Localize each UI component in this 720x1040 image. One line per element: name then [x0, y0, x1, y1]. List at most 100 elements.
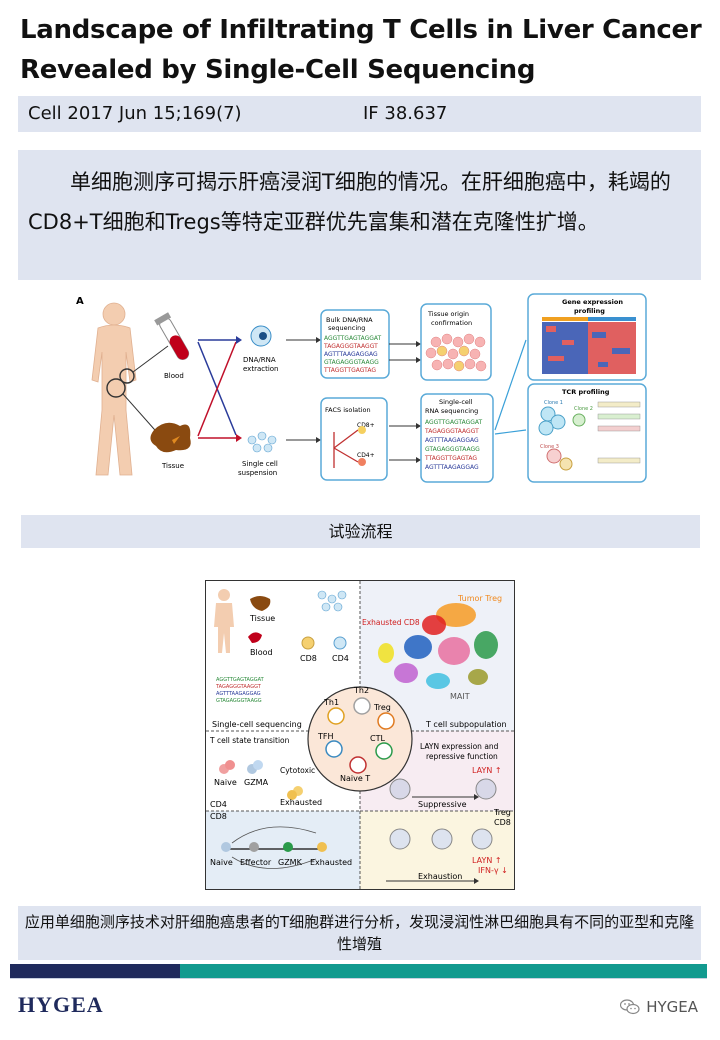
layn-title-1: LAYN expression and: [420, 742, 499, 751]
title-line-1: Landscape of Infiltrating T Cells in Liv…: [20, 15, 702, 45]
exhausted-cd8-label: Exhausted CD8: [362, 618, 420, 627]
figure1-caption: 试验流程: [21, 515, 700, 548]
naive-t-label: Naive T: [340, 774, 370, 783]
suspension-label: suspension: [238, 469, 277, 477]
human-body-icon: [91, 302, 137, 476]
graphical-abstract-diagram: Tissue Blood CD8 CD4 AGGTTGAGTAGGAT TAGA…: [206, 581, 514, 889]
sc-seq-3: AGTTTAAGAGGAG: [425, 437, 479, 444]
effector-label: Effector: [240, 858, 272, 867]
bulk-label-2: sequencing: [328, 324, 365, 332]
fig2-seq-2: TAGAGGGTAAGGT: [215, 684, 262, 690]
extraction-label: extraction: [243, 365, 279, 373]
workflow-figure: A Blood Tissue DNA/RNA extraction Single…: [76, 290, 656, 486]
t-cell-subpop-label: T cell subpopulation: [425, 720, 507, 729]
cd4p-label: CD4+: [357, 452, 375, 459]
layn-up-label-2: LAYN ↑: [472, 856, 502, 865]
footer-bar-navy: [10, 964, 180, 978]
dna-rna-label: DNA/RNA: [243, 356, 276, 364]
workflow-diagram: A Blood Tissue DNA/RNA extraction Single…: [76, 293, 647, 483]
sc-seq-5: TTAGGTTGAGTAG: [424, 455, 477, 462]
sc-seq-label-1: Single-cell: [439, 398, 473, 406]
fig2-cd4-label: CD4: [332, 654, 349, 663]
blood-label: Blood: [164, 372, 184, 380]
clone1-label: Clone 1: [544, 400, 563, 406]
tissue-icon: [150, 422, 191, 453]
tissue-label: Tissue: [161, 462, 184, 470]
figure2-caption: 应用单细胞测序技术对肝细胞癌患者的T细胞群进行分析，发现浸润性淋巴细胞具有不同的…: [18, 906, 701, 960]
fig2-seq-1: AGGTTGAGTAGGAT: [216, 677, 265, 683]
ifn-label: IFN-γ ↓: [478, 866, 508, 875]
sc-seq-6: AGTTTAAGAGGAG: [425, 464, 479, 471]
th1-label: Th1: [323, 698, 339, 707]
layn-up-label-1: LAYN ↑: [472, 766, 502, 775]
t-cell-types: [325, 697, 395, 774]
exhaustion-cells: [389, 828, 493, 850]
cell-cluster-icon: [317, 590, 347, 612]
single-cell-seq-label: Single-cell sequencing: [212, 720, 302, 729]
sc-seq-1: AGGTTGAGTAGGAT: [425, 419, 483, 426]
bulk-seq-5: TTAGGTTGAGTAG: [323, 367, 376, 374]
summary-text: 单细胞测序可揭示肝癌浸润T细胞的情况。在肝细胞癌中，耗竭的CD8+T细胞和Tre…: [28, 170, 671, 234]
impact-factor: IF 38.637: [363, 103, 448, 124]
treg-label: Treg: [373, 703, 391, 712]
ctl-label: CTL: [370, 734, 385, 743]
page-title: Landscape of Infiltrating T Cells in Liv…: [20, 10, 702, 90]
clone-cells-icon: [538, 406, 586, 471]
sc-seq-label-2: RNA sequencing: [425, 407, 478, 415]
state-transition-label: T cell state transition: [209, 736, 290, 745]
cd4-cell-icon: [333, 636, 347, 650]
tissue-origin-label-2: confirmation: [431, 319, 472, 327]
gene-expr-label-1: Gene expression: [562, 298, 623, 306]
gzmk-label: GZMK: [278, 858, 303, 867]
transition-cells: [219, 760, 303, 800]
exhaustion-label: Exhaustion: [418, 872, 462, 881]
fig2-seq-3: AGTTTAAGAGGAG: [216, 691, 261, 697]
suppression-cells: [389, 778, 497, 800]
facs-label: FACS isolation: [325, 406, 371, 414]
exhausted-label-2: Exhausted: [310, 858, 352, 867]
reference-band: Cell 2017 Jun 15;169(7) IF 38.637: [18, 96, 701, 132]
bulk-seq-4: GTAGAGGGTAAGG: [324, 359, 379, 366]
th2-label: Th2: [353, 686, 369, 695]
title-line-2: Revealed by Single-Cell Sequencing: [20, 55, 536, 85]
tcr-label: TCR profiling: [562, 388, 610, 396]
sc-seq-2: TAGAGGGTAAGGT: [424, 428, 479, 435]
footer-stripe: [10, 978, 707, 979]
cytotoxic-label: Cytotoxic: [280, 766, 315, 775]
cd4-label-2: CD4: [210, 800, 227, 809]
journal-citation: Cell 2017 Jun 15;169(7): [28, 103, 242, 124]
cd8p-label: CD8+: [357, 422, 375, 429]
hygea-logo: HYGEA: [18, 992, 104, 1017]
suppressive-label: Suppressive: [418, 800, 467, 809]
bulk-label-1: Bulk DNA/RNA: [326, 316, 373, 324]
panel-letter: A: [76, 296, 84, 307]
wechat-label: HYGEA: [646, 998, 698, 1016]
sc-seq-box: [420, 393, 494, 483]
sc-seq-4: GTAGAGGGTAAGG: [425, 446, 480, 453]
clone2-label: Clone 2: [574, 406, 593, 412]
layn-title-2: repressive function: [426, 752, 498, 761]
bulk-seq-1: AGGTTGAGTAGGAT: [324, 335, 382, 342]
cd8-label-2: CD8: [210, 812, 227, 821]
bulk-seq-3: AGTTTAAGAGGAG: [324, 351, 378, 358]
fig2-seq-4: GTAGAGGGTAAGG: [216, 698, 262, 704]
cd8-label-3: CD8: [494, 818, 511, 827]
naive-label-2: Naive: [210, 858, 233, 867]
tsne-clusters: [378, 603, 498, 689]
liver-icon: [250, 596, 271, 611]
summary-box: 单细胞测序可揭示肝癌浸润T细胞的情况。在肝细胞癌中，耗竭的CD8+T细胞和Tre…: [18, 150, 701, 280]
human-icon: [214, 589, 234, 653]
tumor-treg-label: Tumor Treg: [457, 594, 502, 603]
fig2-cd8-label: CD8: [300, 654, 317, 663]
tissue-cells-icon: [425, 333, 487, 372]
exhausted-label-1: Exhausted: [280, 798, 322, 807]
heatmap-icon: [542, 322, 636, 374]
mait-label: MAIT: [450, 692, 470, 701]
cd8-cell-icon: [301, 636, 315, 650]
facs-box: [320, 397, 388, 481]
differentiation-cells: [221, 842, 327, 852]
wechat-icon: [620, 999, 640, 1015]
single-cell-label: Single cell: [242, 460, 278, 468]
fig2-tissue-label: Tissue: [249, 614, 275, 623]
blood-drop-icon: [248, 632, 262, 643]
